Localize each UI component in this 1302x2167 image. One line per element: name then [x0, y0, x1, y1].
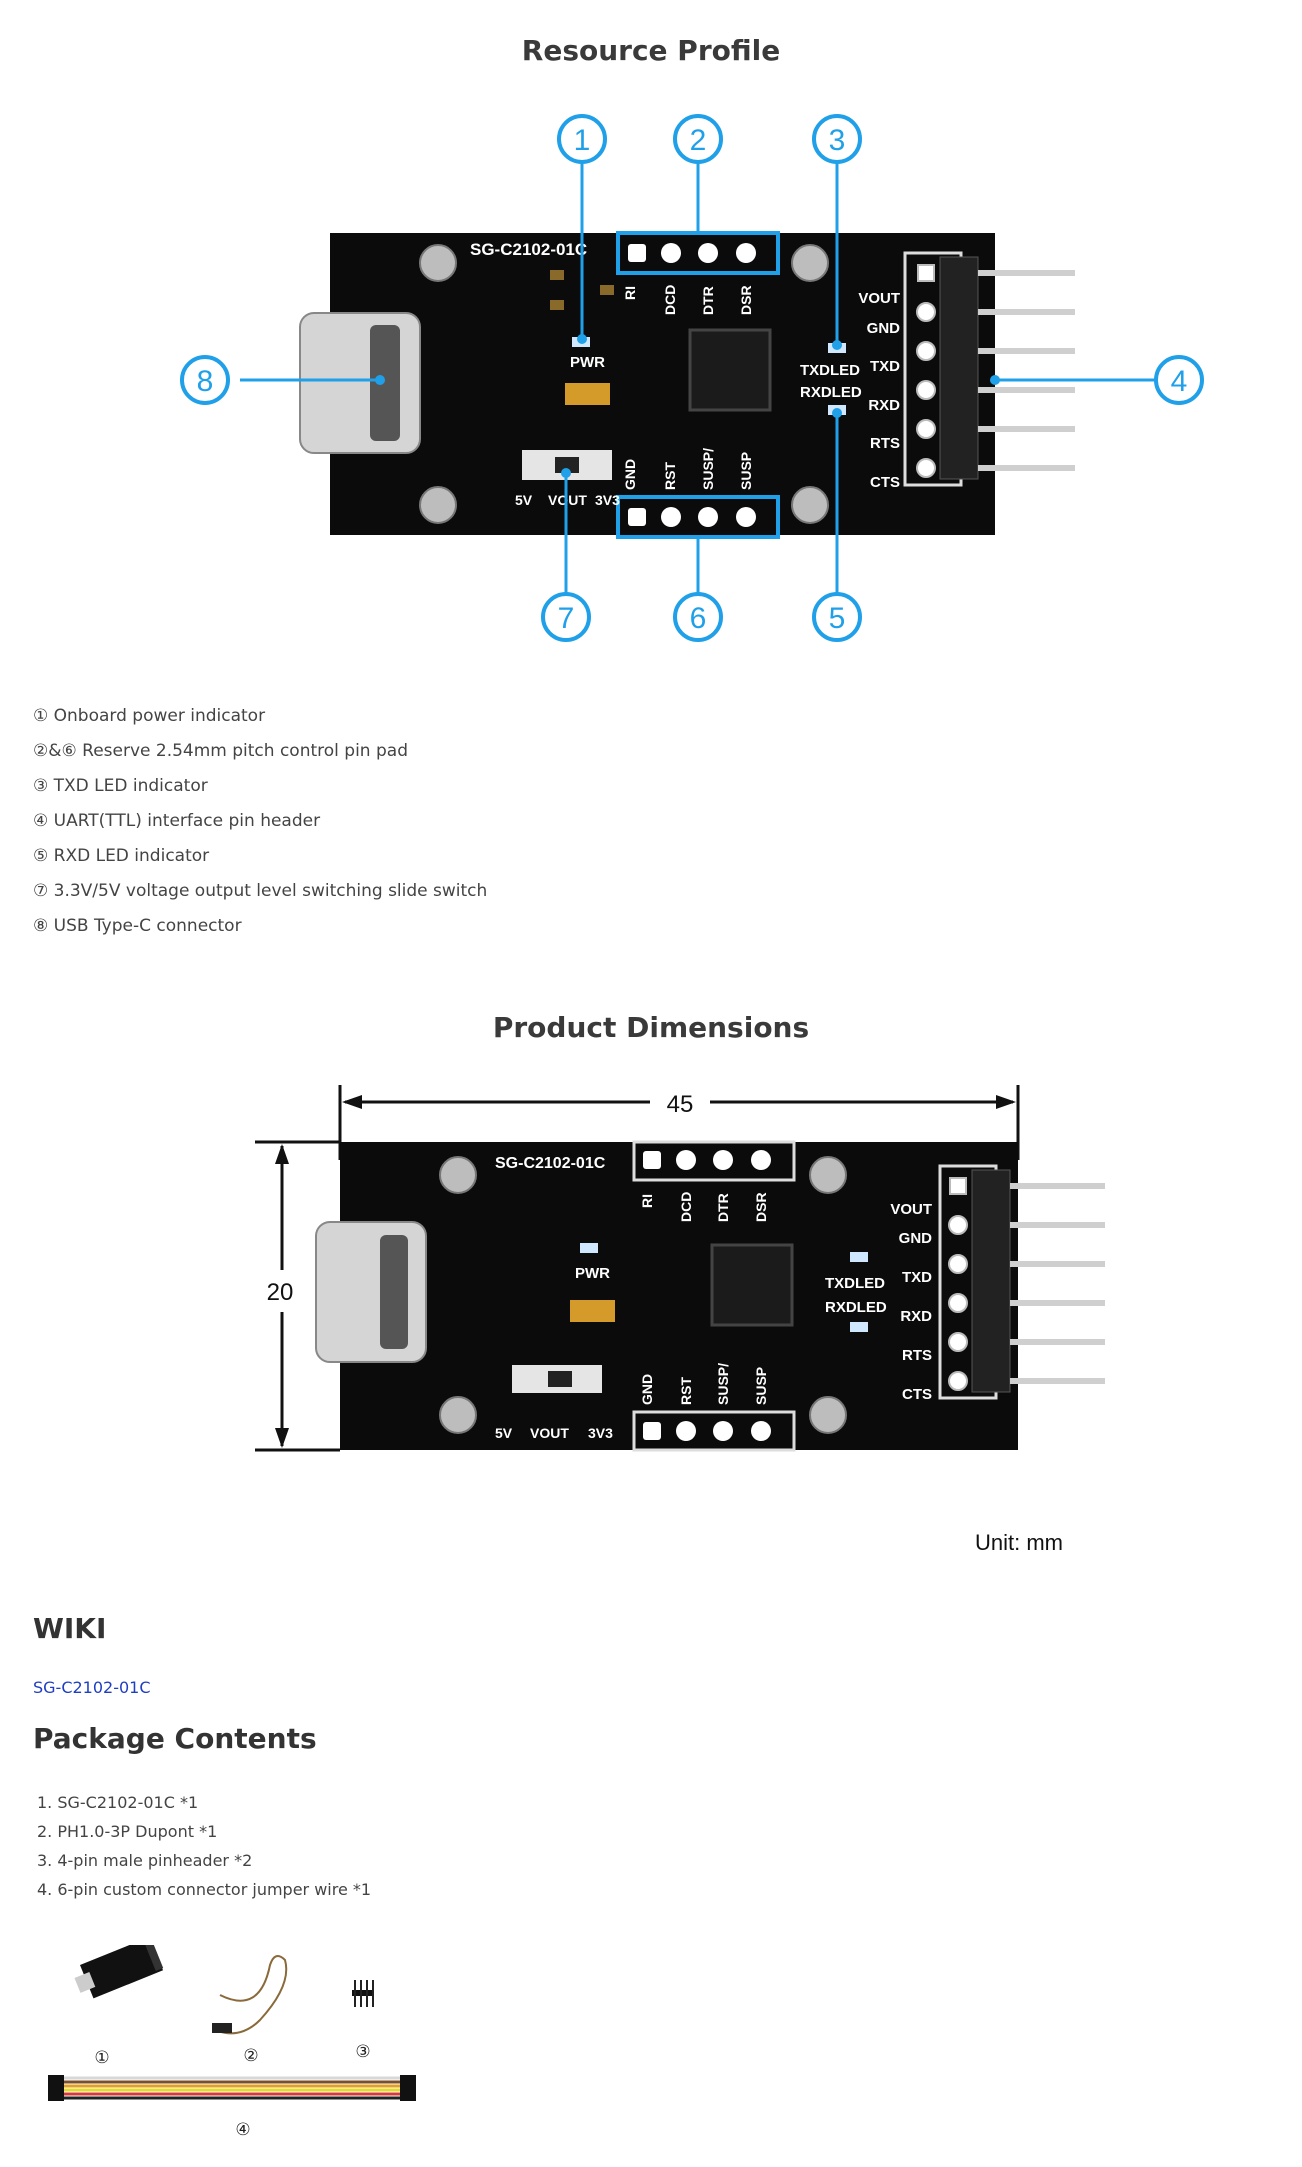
switch-label-vout: VOUT [530, 1425, 569, 1441]
usb-c-connector [315, 1221, 427, 1363]
package-label-1: ① [94, 2048, 109, 2067]
right-pin-label-3: TXD [902, 1269, 932, 1286]
tantalum-capacitor [565, 383, 610, 405]
bottom-pin-label-1: GND [639, 1374, 655, 1405]
unit-label: Unit: mm [975, 1530, 1063, 1555]
pwr-label: PWR [570, 354, 605, 371]
switch-label-3v3: 3V3 [588, 1425, 613, 1441]
resource-profile-figure: SG-C2102-01C RI DCD DTR DSR GND RST SUSP… [180, 114, 1204, 642]
top-pin-label-2: DCD [678, 1192, 694, 1222]
feature-item: ⑦ 3.3V/5V voltage output level switching… [33, 881, 488, 901]
top-pin-label-3: DTR [715, 1193, 731, 1222]
callout-5: 5 [829, 602, 846, 635]
bottom-pin-label-2: RST [662, 462, 678, 490]
bottom-pin-label-4: SUSP [753, 1367, 769, 1405]
callout-8: 8 [197, 365, 214, 398]
feature-item: ① Onboard power indicator [33, 706, 266, 726]
callout-3: 3 [829, 124, 846, 157]
feature-item: ⑤ RXD LED indicator [33, 846, 210, 866]
bottom-pin-label-4: SUSP [738, 452, 754, 490]
top-pin-label-3: DTR [700, 286, 716, 315]
usb-c-connector [299, 312, 421, 454]
rxdled-label: RXDLED [825, 1299, 887, 1316]
feature-item: ④ UART(TTL) interface pin header [33, 811, 321, 831]
callout-7: 7 [558, 602, 575, 635]
package-heading: Package Contents [33, 1722, 317, 1755]
top-pin-label-1: RI [639, 1194, 655, 1208]
top-pin-label-2: DCD [662, 285, 678, 315]
bottom-pin-label-2: RST [678, 1377, 694, 1405]
uart-chip [710, 1243, 794, 1327]
right-pin-label-6: CTS [902, 1386, 932, 1403]
right-pin-label-3: TXD [870, 358, 900, 375]
package-item: 1. SG-C2102-01C *1 [37, 1793, 199, 1812]
bottom-pin-label-1: GND [622, 459, 638, 490]
right-pin-label-4: RXD [900, 1308, 932, 1325]
switch-label-5v: 5V [515, 492, 533, 508]
top-pin-label-4: DSR [738, 285, 754, 315]
bottom-pin-label-3: SUSP/ [715, 1363, 731, 1405]
right-pin-label-6: CTS [870, 474, 900, 491]
board-model-text: SG-C2102-01C [495, 1155, 606, 1172]
feature-item: ②&⑥ Reserve 2.54mm pitch control pin pad [33, 741, 408, 761]
board-model-text: SG-C2102-01C [470, 240, 587, 259]
top-pin-label-1: RI [622, 286, 638, 300]
wiki-heading: WIKI [33, 1612, 107, 1645]
uart-chip [688, 328, 772, 412]
callout-6: 6 [690, 602, 707, 635]
right-pin-label-5: RTS [870, 435, 900, 452]
feature-item: ⑧ USB Type-C connector [33, 916, 242, 936]
package-label-2: ② [243, 2046, 258, 2065]
callout-2: 2 [690, 124, 707, 157]
right-pin-label-1: VOUT [890, 1201, 932, 1218]
pwr-label: PWR [575, 1265, 610, 1282]
txdled-label: TXDLED [825, 1275, 885, 1292]
top-pin-label-4: DSR [753, 1192, 769, 1222]
dimensions-figure: 45 20 SG-C2102-01C RI DCD DTR DSR GND RS… [255, 1085, 1105, 1555]
right-pin-label-2: GND [899, 1230, 933, 1247]
board-pcb [330, 233, 995, 535]
resource-profile-title: Resource Profile [521, 34, 781, 67]
width-dimension: 45 [667, 1091, 694, 1118]
right-pin-label-2: GND [867, 320, 901, 337]
wiki-link[interactable]: SG-C2102-01C [33, 1678, 151, 1697]
bottom-pin-label-3: SUSP/ [700, 448, 716, 490]
txdled-label: TXDLED [800, 362, 860, 379]
feature-item: ③ TXD LED indicator [33, 776, 208, 796]
package-label-3: ③ [355, 2042, 370, 2061]
callout-1: 1 [574, 124, 591, 157]
package-contents-figure: ① ② ③ ④ [48, 1945, 416, 2139]
height-dimension: 20 [267, 1279, 294, 1306]
rxdled-label: RXDLED [800, 384, 862, 401]
right-pin-label-1: VOUT [858, 290, 900, 307]
switch-label-5v: 5V [495, 1425, 513, 1441]
callout-4: 4 [1171, 365, 1188, 398]
switch-label-3v3: 3V3 [595, 492, 620, 508]
right-pin-label-5: RTS [902, 1347, 932, 1364]
right-pin-label-4: RXD [868, 397, 900, 414]
package-item: 4. 6-pin custom connector jumper wire *1 [37, 1880, 372, 1899]
product-dimensions-title: Product Dimensions [492, 1011, 810, 1044]
package-item: 3. 4-pin male pinheader *2 [37, 1851, 253, 1870]
package-item: 2. PH1.0-3P Dupont *1 [37, 1822, 218, 1841]
switch-label-vout: VOUT [548, 492, 587, 508]
package-label-4: ④ [235, 2120, 250, 2139]
